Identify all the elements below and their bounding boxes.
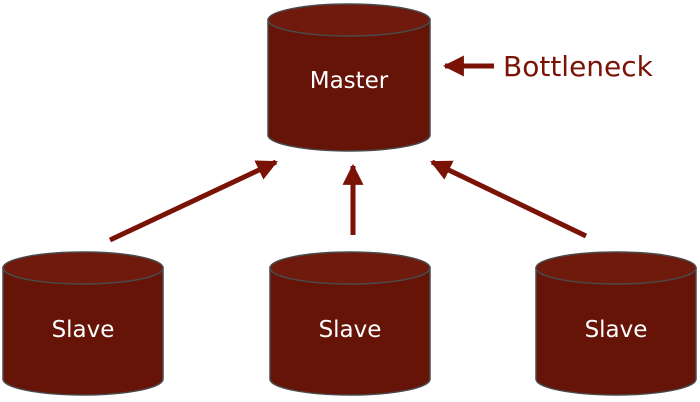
slave-database-1-top <box>2 251 164 285</box>
slave-label-2: Slave <box>319 317 382 343</box>
slave-database-2: Slave <box>269 251 431 396</box>
arrow-slave-3-to-master <box>430 159 588 239</box>
slave-database-2-top <box>269 251 431 285</box>
slave-database-3-top <box>535 251 697 285</box>
slave-database-3-body <box>535 267 697 396</box>
master-label: Master <box>310 68 389 94</box>
arrow-slave-1-to-master <box>108 159 278 243</box>
slave-database-2-body <box>269 267 431 396</box>
bottleneck-label: Bottleneck <box>503 50 654 83</box>
master-database: Master <box>267 3 431 152</box>
master-database-body <box>267 19 431 152</box>
slave-label-3: Slave <box>585 317 648 343</box>
slave-database-1: Slave <box>2 251 164 396</box>
master-database-top <box>267 3 431 37</box>
slave-label-1: Slave <box>52 317 115 343</box>
slave-database-3: Slave <box>535 251 697 396</box>
slave-database-1-body <box>2 267 164 396</box>
